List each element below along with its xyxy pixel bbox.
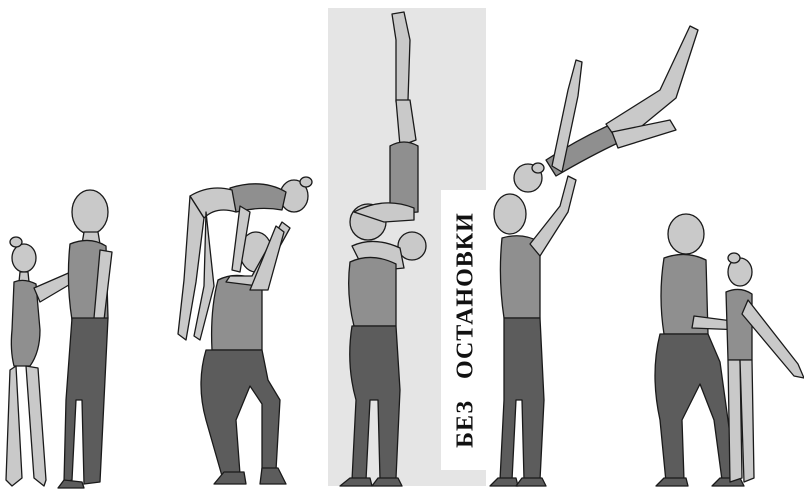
base-4 [490,176,576,486]
caption-text: БЕЗ ОСТАНОВКИ [453,212,480,448]
figure-frame-2 [178,177,312,484]
base-1 [58,190,112,488]
flyer-4 [514,26,698,192]
figure-frame-5 [655,214,804,486]
figure-frame-1 [6,190,112,488]
flyer-5 [726,253,804,482]
base-2 [201,222,290,484]
caption-strip: БЕЗ ОСТАНОВКИ [441,190,491,470]
